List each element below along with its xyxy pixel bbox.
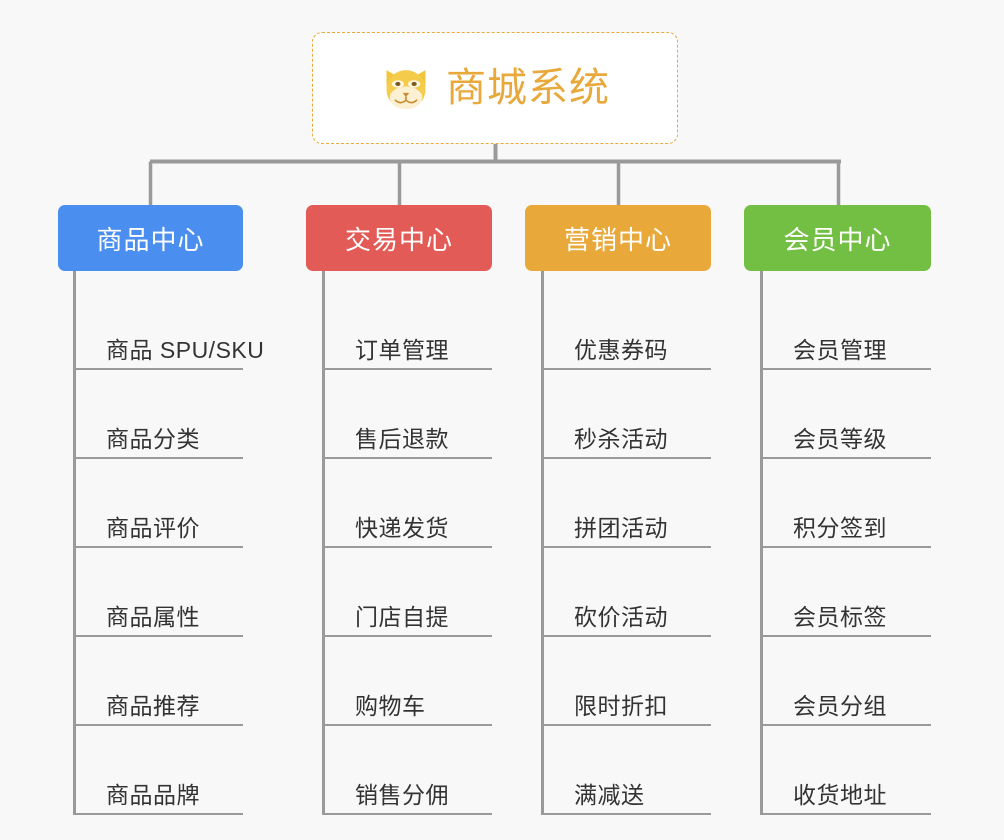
leaf-label: 砍价活动 (574, 604, 668, 630)
leaf-label: 购物车 (355, 693, 426, 719)
leaf-item[interactable]: 砍价活动 (544, 548, 711, 637)
branch-column-1: 交易中心 订单管理 售后退款 快递发货 门店自提 购物车 销售分佣 (306, 205, 492, 815)
leaf-label: 会员管理 (793, 337, 887, 363)
branch-column-3: 会员中心 会员管理 会员等级 积分签到 会员标签 会员分组 收货地址 (744, 205, 931, 815)
leaf-item[interactable]: 秒杀活动 (544, 370, 711, 459)
leaf-label: 商品分类 (106, 426, 200, 452)
leaf-label: 商品品牌 (106, 782, 200, 808)
leaf-label: 会员等级 (793, 426, 887, 452)
leaf-item[interactable]: 购物车 (325, 637, 492, 726)
leaf-item[interactable]: 售后退款 (325, 370, 492, 459)
leaf-label: 订单管理 (355, 337, 449, 363)
root-node[interactable]: 商城系统 (312, 32, 678, 144)
leaf-item[interactable]: 商品属性 (76, 548, 243, 637)
leaf-item[interactable]: 会员标签 (763, 548, 931, 637)
leaf-item[interactable]: 收货地址 (763, 726, 931, 815)
leaf-item[interactable]: 快递发货 (325, 459, 492, 548)
leaf-label: 积分签到 (793, 515, 887, 541)
leaf-label: 收货地址 (793, 782, 887, 808)
leaf-item[interactable]: 会员分组 (763, 637, 931, 726)
leaf-item[interactable]: 优惠券码 (544, 281, 711, 370)
branch-column-0: 商品中心 商品 SPU/SKU 商品分类 商品评价 商品属性 商品推荐 商品品牌 (58, 205, 264, 815)
leaf-label: 会员标签 (793, 604, 887, 630)
category-box-1[interactable]: 交易中心 (306, 205, 492, 271)
leaf-label: 售后退款 (355, 426, 449, 452)
category-label-3: 会员中心 (783, 224, 892, 255)
leaf-item[interactable]: 满减送 (544, 726, 711, 815)
leaf-label: 优惠券码 (574, 337, 668, 363)
leaf-item[interactable]: 商品 SPU/SKU (76, 281, 264, 370)
leaf-list-0: 商品 SPU/SKU 商品分类 商品评价 商品属性 商品推荐 商品品牌 (73, 271, 264, 815)
leaf-item[interactable]: 商品品牌 (76, 726, 243, 815)
leaf-item[interactable]: 商品评价 (76, 459, 243, 548)
leaf-item[interactable]: 会员等级 (763, 370, 931, 459)
dog-face-icon (386, 70, 426, 110)
leaf-list-3: 会员管理 会员等级 积分签到 会员标签 会员分组 收货地址 (760, 271, 931, 815)
leaf-list-1: 订单管理 售后退款 快递发货 门店自提 购物车 销售分佣 (322, 271, 492, 815)
category-label-1: 交易中心 (344, 224, 453, 255)
leaf-item[interactable]: 订单管理 (325, 281, 492, 370)
leaf-label: 商品推荐 (106, 693, 200, 719)
leaf-label: 秒杀活动 (574, 426, 668, 452)
leaf-item[interactable]: 销售分佣 (325, 726, 492, 815)
leaf-label: 会员分组 (793, 693, 887, 719)
branch-column-2: 营销中心 优惠券码 秒杀活动 拼团活动 砍价活动 限时折扣 满减送 (525, 205, 711, 815)
leaf-label: 销售分佣 (355, 782, 449, 808)
category-box-3[interactable]: 会员中心 (744, 205, 931, 271)
category-box-0[interactable]: 商品中心 (58, 205, 243, 271)
leaf-item[interactable]: 商品推荐 (76, 637, 243, 726)
category-label-0: 商品中心 (96, 224, 205, 255)
leaf-label: 商品评价 (106, 515, 200, 541)
leaf-item[interactable]: 限时折扣 (544, 637, 711, 726)
leaf-label: 快递发货 (355, 515, 449, 541)
category-box-2[interactable]: 营销中心 (525, 205, 711, 271)
root-title: 商城系统 (446, 66, 610, 110)
leaf-label: 拼团活动 (574, 515, 668, 541)
leaf-item[interactable]: 积分签到 (763, 459, 931, 548)
leaf-list-2: 优惠券码 秒杀活动 拼团活动 砍价活动 限时折扣 满减送 (541, 271, 711, 815)
leaf-label: 限时折扣 (574, 693, 668, 719)
leaf-item[interactable]: 会员管理 (763, 281, 931, 370)
leaf-item[interactable]: 门店自提 (325, 548, 492, 637)
leaf-item[interactable]: 商品分类 (76, 370, 243, 459)
leaf-label: 门店自提 (355, 604, 449, 630)
leaf-label: 商品属性 (106, 604, 200, 630)
category-label-2: 营销中心 (563, 224, 672, 255)
leaf-label: 满减送 (574, 782, 645, 808)
leaf-label: 商品 SPU/SKU (106, 337, 265, 363)
leaf-item[interactable]: 拼团活动 (544, 459, 711, 548)
